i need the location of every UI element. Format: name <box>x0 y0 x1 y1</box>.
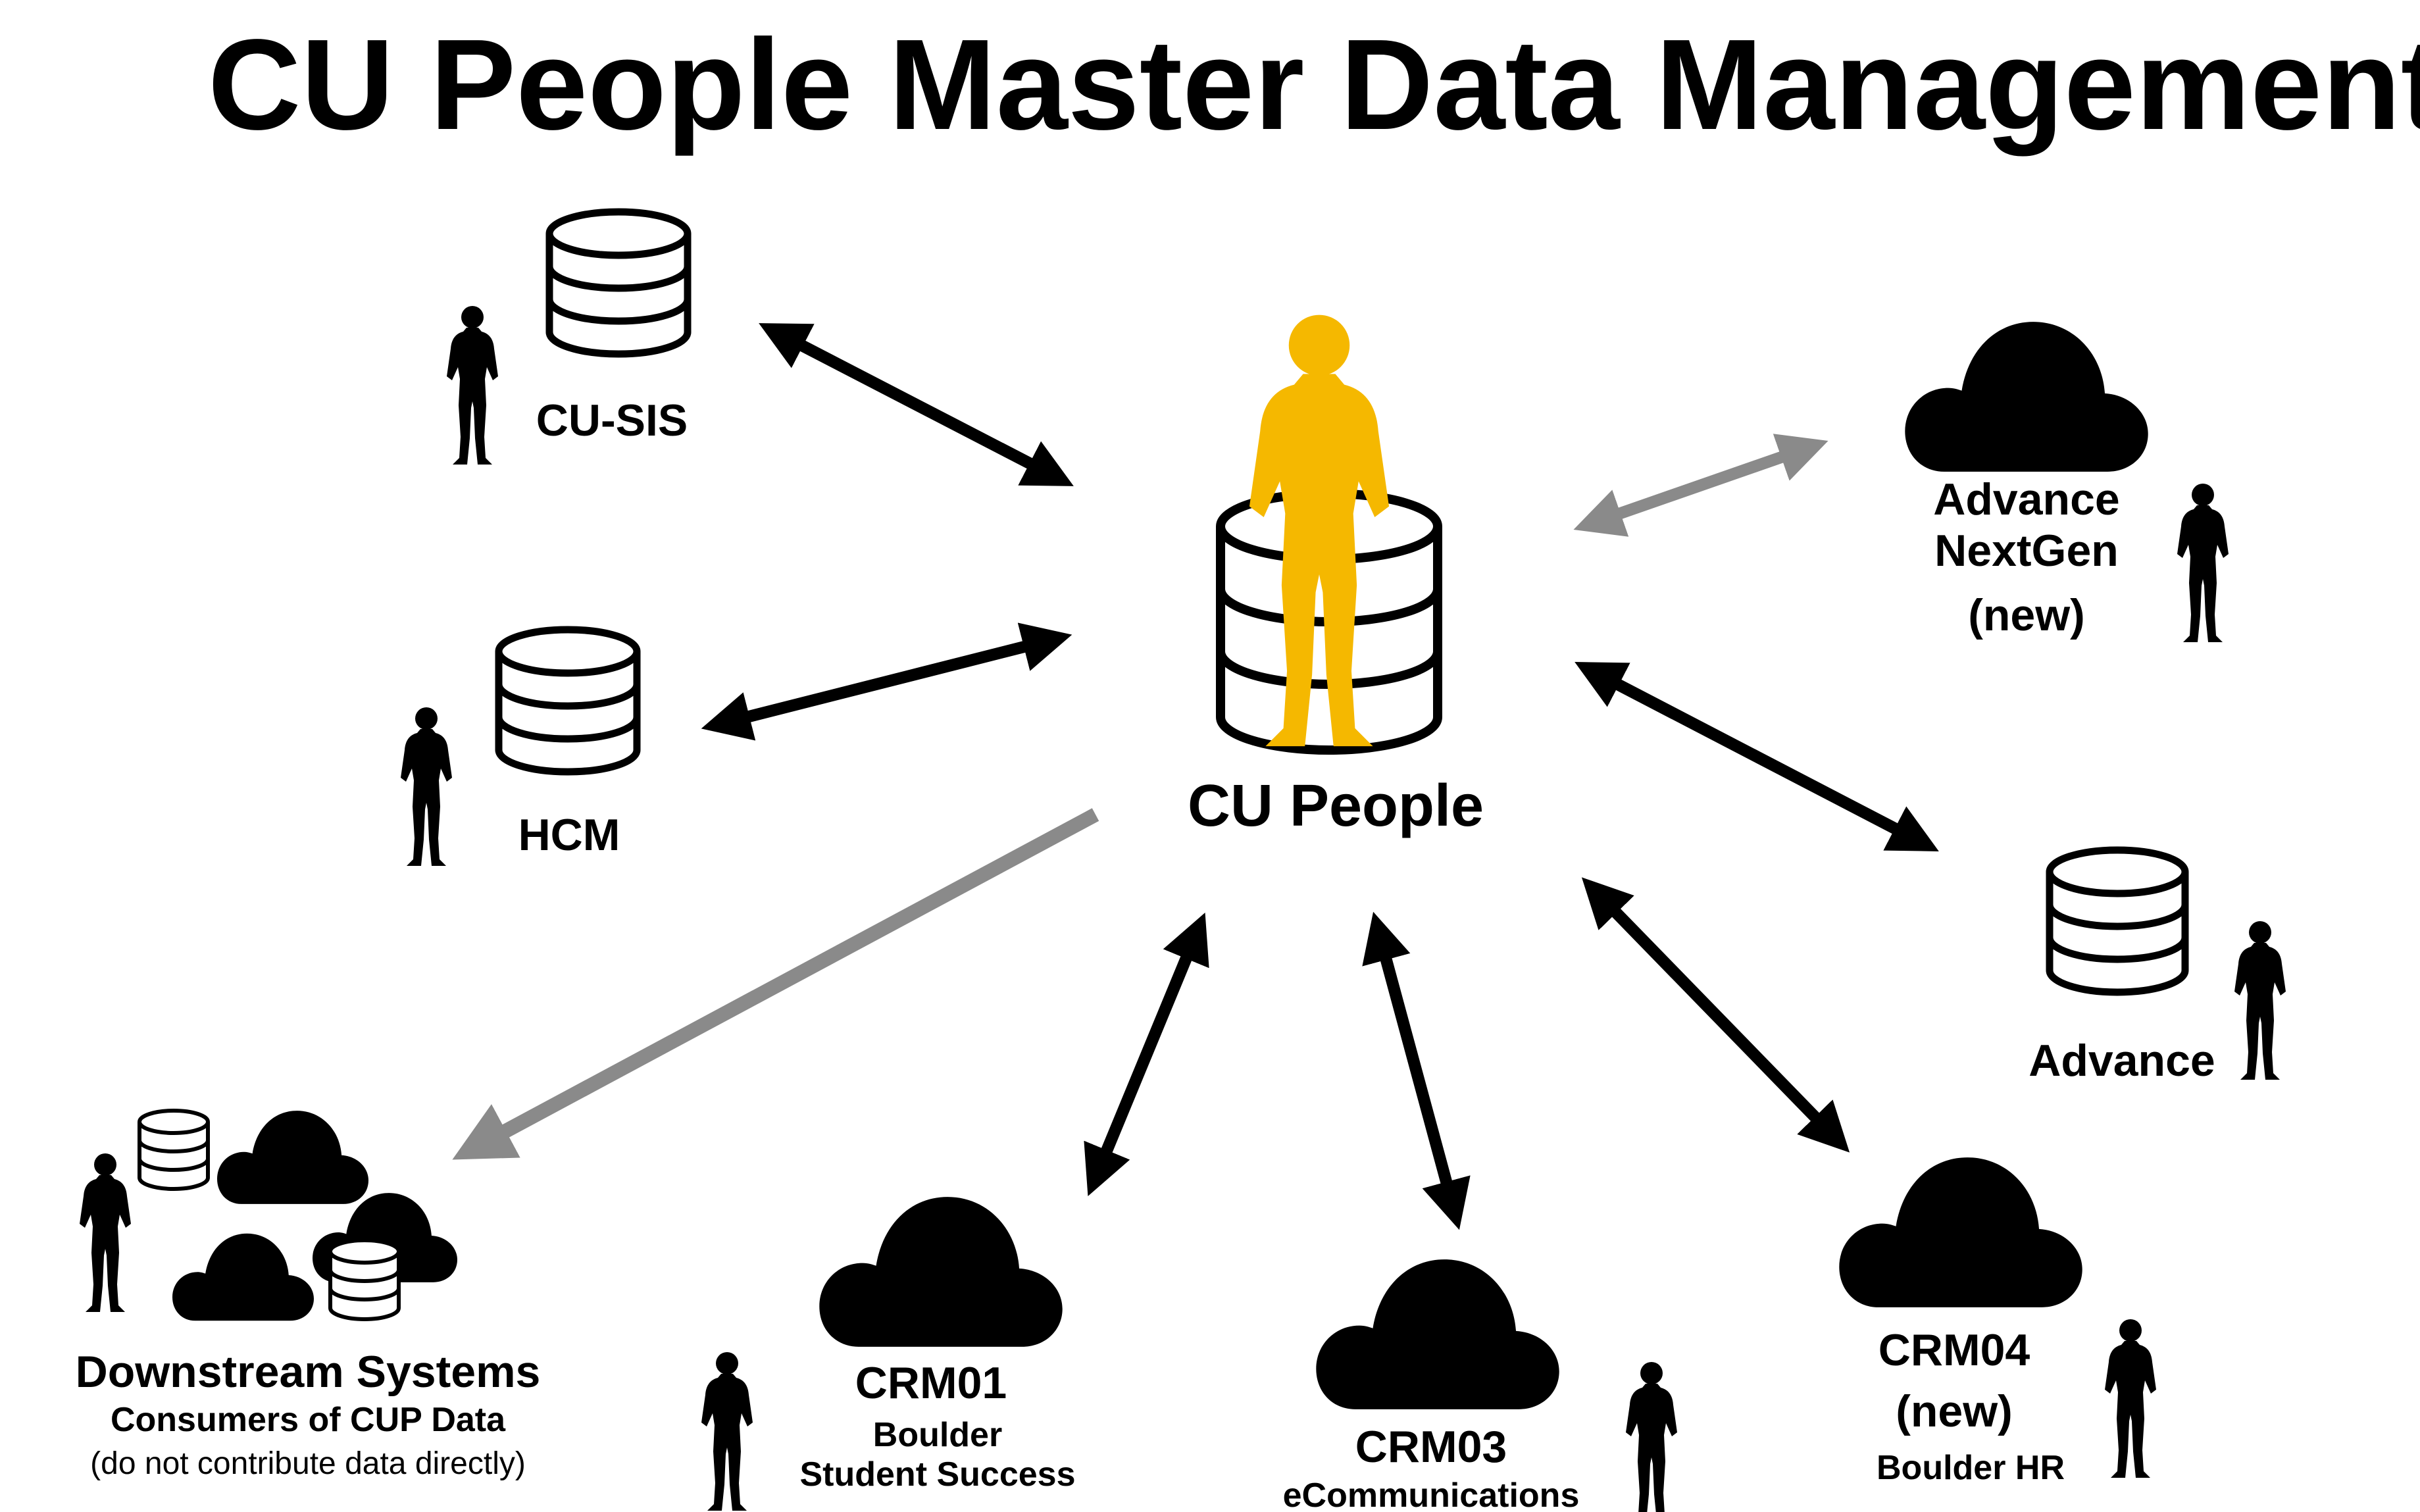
cloud-icon <box>217 1111 368 1204</box>
cloud-icon <box>172 1233 314 1321</box>
node-label-advance-nextgen-2: NextGen <box>1934 526 2119 576</box>
node-sub-crm01-2: Student Success <box>799 1455 1075 1494</box>
link-crm04 <box>1581 877 1850 1153</box>
node-label-cu-sis: CU-SIS <box>536 395 688 445</box>
person-icon <box>80 1153 131 1312</box>
node-sub-downstream-2: (do not contribute data directly) <box>90 1446 526 1481</box>
node-cu-sis: CU-SIS <box>447 208 692 465</box>
node-label-advance: Advance <box>2029 1036 2215 1086</box>
cloud-icon <box>819 1197 1063 1347</box>
node-sub-downstream-1: Consumers of CUP Data <box>111 1401 506 1439</box>
cloud-database-cluster-icon <box>138 1109 457 1321</box>
cloud-icon <box>1905 322 2148 472</box>
page-title: CU People Master Data Management <box>208 13 2420 157</box>
person-icon <box>2234 921 2286 1080</box>
node-label-crm03: CRM03 <box>1355 1422 1507 1472</box>
node-sub-crm04-1: (new) <box>1896 1386 2013 1436</box>
node-sub-crm03-1: eCommunications <box>1283 1476 1580 1512</box>
node-label-crm01: CRM01 <box>855 1358 1007 1408</box>
person-icon <box>701 1352 753 1511</box>
database-icon <box>2046 846 2189 996</box>
database-icon <box>328 1238 401 1321</box>
person-icon <box>2105 1319 2156 1478</box>
node-label-crm04: CRM04 <box>1878 1325 2030 1375</box>
node-crm03: CRM03 eCommunications <box>1283 1259 1677 1512</box>
cloud-icon <box>1839 1157 2082 1307</box>
node-downstream: Downstream Systems Consumers of CUP Data… <box>76 1109 541 1481</box>
node-advance-nextgen: Advance NextGen (new) <box>1905 322 2229 642</box>
person-icon <box>447 306 498 465</box>
link-advance-nextgen <box>1573 434 1828 537</box>
link-advance <box>1575 662 1939 851</box>
person-icon <box>1626 1362 1677 1512</box>
node-label-advance-nextgen-3: (new) <box>1968 590 2085 640</box>
link-crm01 <box>1084 913 1209 1196</box>
node-crm01: CRM01 Boulder Student Success <box>701 1197 1076 1511</box>
node-crm04: CRM04 (new) Boulder HR <box>1839 1157 2156 1487</box>
person-icon <box>401 707 452 866</box>
link-cusis <box>759 323 1074 486</box>
node-advance: Advance <box>2029 846 2286 1086</box>
database-icon <box>495 626 641 776</box>
node-label-advance-nextgen-1: Advance <box>1933 474 2119 524</box>
link-crm03 <box>1362 911 1471 1230</box>
node-label-downstream: Downstream Systems <box>76 1347 541 1397</box>
node-hcm: HCM <box>401 626 641 866</box>
hub-label: CU People <box>1188 773 1484 839</box>
node-cu-people: CU People <box>1188 315 1484 839</box>
node-sub-crm04-2: Boulder HR <box>1877 1449 2065 1487</box>
link-hcm <box>701 622 1072 741</box>
cloud-icon <box>1316 1259 1559 1409</box>
node-sub-crm01-1: Boulder <box>873 1416 1002 1454</box>
database-icon <box>138 1109 210 1191</box>
node-label-hcm: HCM <box>518 810 620 860</box>
link-downstream <box>452 808 1099 1160</box>
database-icon <box>545 208 692 358</box>
connections <box>452 323 1939 1230</box>
person-icon <box>2177 484 2229 642</box>
